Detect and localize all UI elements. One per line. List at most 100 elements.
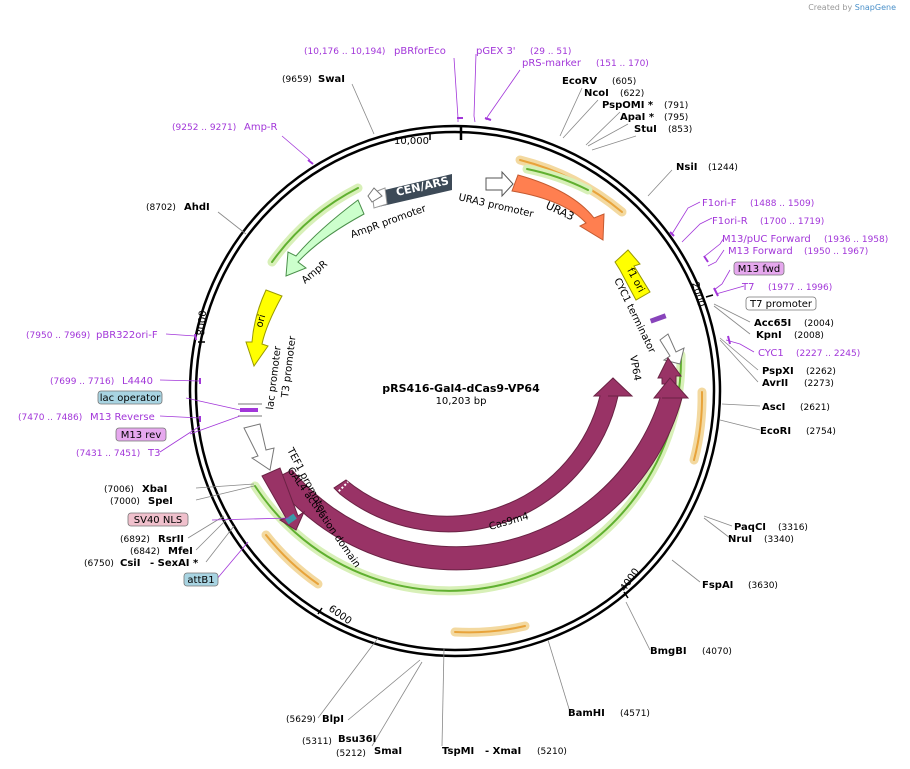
enzyme-pos: (5212) [336,749,366,759]
enzyme-smai[interactable]: (5212) SmaI [336,746,402,759]
primer-name: pRS-marker [522,58,582,69]
tef1-promoter-arrow[interactable] [243,423,275,471]
primer-pos: (1950 .. 1967) [804,247,868,257]
primer-pos: (7470 .. 7486) [18,413,82,423]
enzyme-kpni[interactable]: KpnI (2008) [756,330,824,341]
primer-leader-lines [159,53,755,581]
primer-f1ori-r[interactable]: F1ori-R (1700 .. 1719) [712,216,824,227]
lac-promoter-label: lac promoter [265,345,284,411]
enzyme-ncoi[interactable]: NcoI (622) [584,88,644,99]
map-name: pRS416-Gal4-dCas9-VP64 [382,382,540,395]
enzyme-name: KpnI [756,330,782,341]
enzyme-bmgbi[interactable]: BmgBI (4070) [650,646,732,657]
enzyme-mfei[interactable]: (6842) MfeI [130,546,193,557]
box-attb1[interactable]: attB1 [183,572,219,587]
enzyme-name: NsiI [676,162,697,173]
primer-name: T3 [147,448,160,459]
enzyme-pos: (2621) [800,403,830,413]
box-t7-promoter[interactable]: T7 promoter [745,296,817,311]
enzyme-fspai[interactable]: FspAI (3630) [702,580,778,591]
primer-t7[interactable]: T7 (1977 .. 1996) [741,282,832,293]
primer-m13-forward[interactable]: M13 Forward (1950 .. 1967) [728,246,868,257]
enzyme-rsrii[interactable]: (6892) RsrII [120,534,184,545]
cen-ars-feature[interactable]: CEN/ARS [371,174,452,209]
primer-pos: (7699 .. 7716) [50,377,114,387]
primer-m13-puc-forward[interactable]: M13/pUC Forward (1936 .. 1958) [722,234,888,245]
enzyme-name: AscI [762,402,785,413]
enzyme-name: PspOMI * [602,100,654,111]
primer-name: pBRforEco [394,46,446,57]
enzyme-name: PaqCI [734,522,766,533]
primer-m13-reverse[interactable]: (7470 .. 7486) M13 Reverse [18,412,155,423]
enzyme-name: StuI [634,124,657,135]
enzyme-pos: (3316) [778,523,808,533]
box-m13-fwd-text: M13 fwd [738,264,780,275]
f1-ori-arrow[interactable] [614,249,651,301]
ura3-promoter-arrow[interactable] [485,170,514,198]
box-lac-operator-text: lac operator [100,393,161,404]
box-lac-operator[interactable]: lac operator [97,390,163,405]
ura3-arrow[interactable] [511,174,605,241]
primer-pgex3[interactable]: pGEX 3' (29 .. 51) [476,46,571,57]
enzyme-pos: (853) [668,125,692,135]
enzyme-name: RsrII [158,534,184,545]
enzyme-tspmi[interactable]: TspMI - XmaI (5210) [442,746,567,757]
primer-amp-r[interactable]: (9252 .. 9271) Amp-R [172,122,278,133]
cas9m4-arrow[interactable] [333,377,634,533]
vp64-label: VP64 [627,355,642,382]
cyc1-terminator-arrow[interactable] [659,333,685,365]
enzyme-pos: (1244) [708,163,738,173]
primer-pbrforeco[interactable]: (10,176 .. 10,194) pBRforEco [304,46,446,57]
enzyme-apai[interactable]: ApaI * (795) [620,112,688,123]
enzyme-asci[interactable]: AscI (2621) [762,402,830,413]
enzyme-paqci[interactable]: PaqCI (3316) [734,522,808,533]
enzyme-swai[interactable]: (9659) SwaI [282,74,345,85]
lac-operator-marker [240,408,258,412]
enzyme-acc65i[interactable]: Acc65I (2004) [754,318,834,329]
box-sv40-nls[interactable]: SV40 NLS [127,512,189,527]
enzyme-avrii[interactable]: AvrII (2273) [762,378,834,389]
coordinate-ticks [198,132,714,615]
enzyme-bsu36i[interactable]: (5311) Bsu36I [302,734,376,747]
ampr-label: AmpR [300,259,330,287]
enzyme-name: BamHI [568,708,605,719]
enzyme-pos: (5629) [286,715,316,725]
primer-f1ori-f[interactable]: F1ori-F (1488 .. 1509) [702,198,814,209]
box-m13-rev-text: M13 rev [121,430,162,441]
box-m13-rev[interactable]: M13 rev [115,427,167,442]
enzyme-pos: (795) [664,113,688,123]
primer-prs-marker[interactable]: pRS-marker (151 .. 170) [522,58,649,69]
enzyme-csii[interactable]: (6750) CsiI - SexAI * [84,558,199,569]
enzyme-pspomi[interactable]: PspOMI * (791) [602,100,688,111]
ampr-arrow[interactable] [285,199,365,277]
primer-l4440[interactable]: (7699 .. 7716) L4440 [50,376,153,387]
primer-cyc1[interactable]: CYC1 (2227 .. 2245) [758,348,860,359]
enzyme-ahdi[interactable]: (8702) AhdI [146,202,210,213]
enzyme-nrui[interactable]: NruI (3340) [728,534,794,545]
enzyme-nsii[interactable]: NsiI (1244) [676,162,738,173]
enzyme-spei[interactable]: (7000) SpeI [110,496,173,507]
enzyme-ecori[interactable]: EcoRI (2754) [760,426,836,437]
ampr-promoter-arrow[interactable] [367,187,383,203]
enzyme-xbai[interactable]: (7006) XbaI [104,484,167,495]
primer-name: CYC1 [758,348,784,359]
primer-pos: (2227 .. 2245) [796,349,860,359]
primer-t3[interactable]: (7431 .. 7451) T3 [76,448,160,459]
primer-name: pGEX 3' [476,46,516,57]
enzyme-stui[interactable]: StuI (853) [634,124,692,135]
enzyme-blpi[interactable]: (5629) BlpI [286,714,344,725]
cas9-label: Cas9 [513,581,542,599]
ura3-promoter-label: URA3 promoter [457,192,535,220]
box-m13-fwd[interactable]: M13 fwd [733,261,785,276]
ori-arrow[interactable] [245,289,283,368]
primer-pos: (7431 .. 7451) [76,449,140,459]
enzyme-pspxi[interactable]: PspXI (2262) [762,366,836,377]
primer-site-marks [194,117,731,422]
primer-name: F1ori-F [702,198,737,209]
primer-pbr322ori-f[interactable]: (7950 .. 7969) pBR322ori-F [26,330,158,341]
enzyme-bamhi[interactable]: BamHI (4571) [568,708,650,719]
vp64-arrow[interactable] [657,357,682,385]
primer-pos: (1936 .. 1958) [824,235,888,245]
enzyme-ecorv[interactable]: EcoRV (605) [562,76,636,87]
